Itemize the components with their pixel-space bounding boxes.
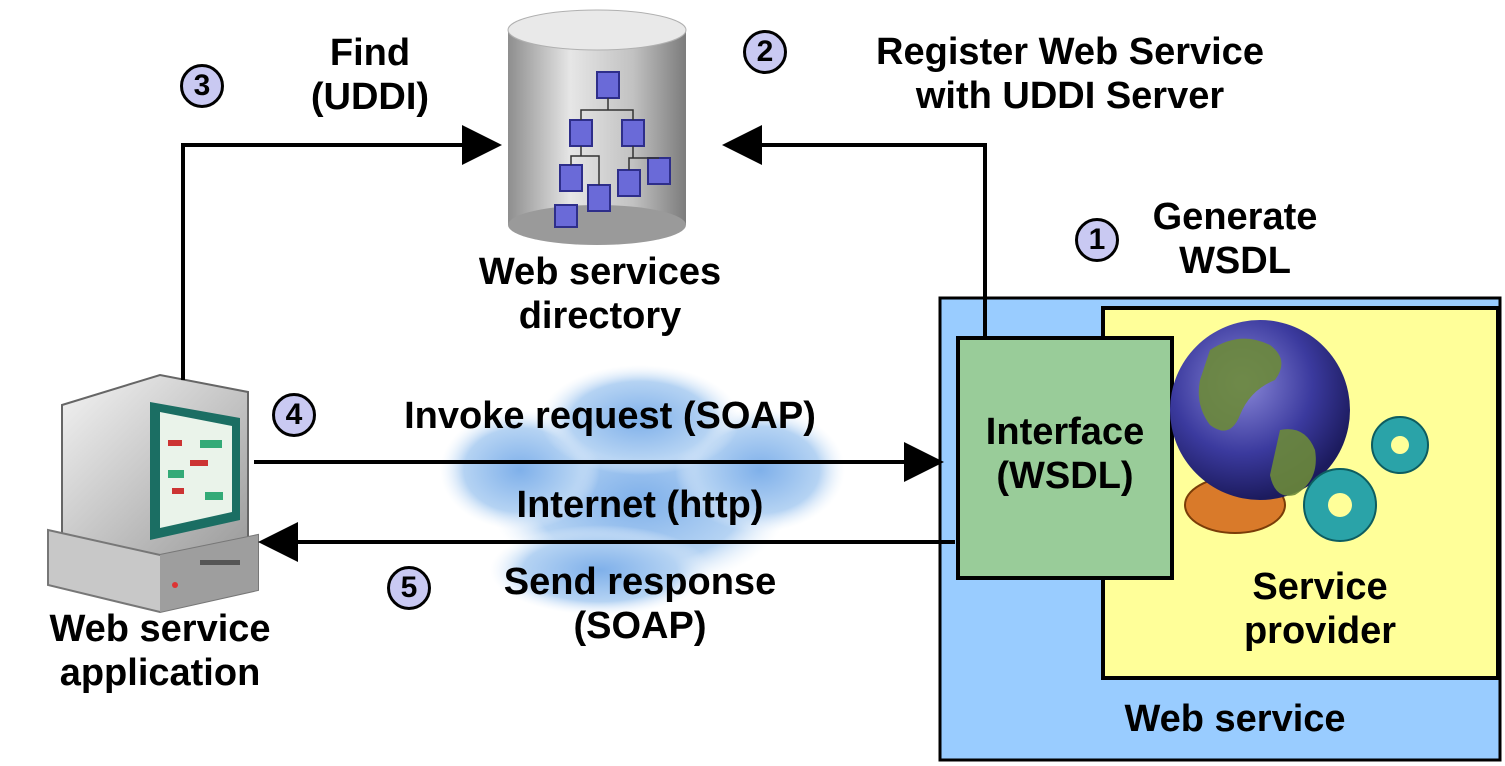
find-label: Find (UDDI) bbox=[310, 32, 430, 118]
service-provider-label: Service provider bbox=[1243, 566, 1397, 652]
step-4-badge: 4 bbox=[272, 393, 316, 437]
find-uddi-arrow bbox=[181, 125, 502, 380]
send-response-label: Send response (SOAP) bbox=[503, 561, 777, 647]
application-label: Web service application bbox=[49, 608, 271, 694]
interface-label: Interface (WSDL) bbox=[985, 411, 1145, 497]
invoke-request-label: Invoke request (SOAP) bbox=[404, 395, 816, 437]
generate-wsdl-label: Generate WSDL bbox=[1152, 196, 1318, 282]
step-1-badge: 1 bbox=[1075, 218, 1119, 262]
register-arrow bbox=[722, 125, 987, 338]
database-cylinder-icon bbox=[507, 9, 687, 245]
globe-gears-icon bbox=[1170, 320, 1429, 542]
internet-label: Internet (http) bbox=[516, 484, 764, 526]
step-3-badge: 3 bbox=[180, 64, 224, 108]
step-2-badge: 2 bbox=[743, 30, 787, 74]
directory-label: Web services directory bbox=[478, 251, 722, 337]
internet-cloud-icon bbox=[440, 365, 845, 615]
desktop-computer-icon bbox=[47, 373, 259, 614]
web-service-label: Web service bbox=[1124, 698, 1346, 740]
step-5-badge: 5 bbox=[387, 566, 431, 610]
register-label: Register Web Service with UDDI Server bbox=[876, 31, 1264, 117]
interface-box bbox=[956, 336, 1174, 580]
